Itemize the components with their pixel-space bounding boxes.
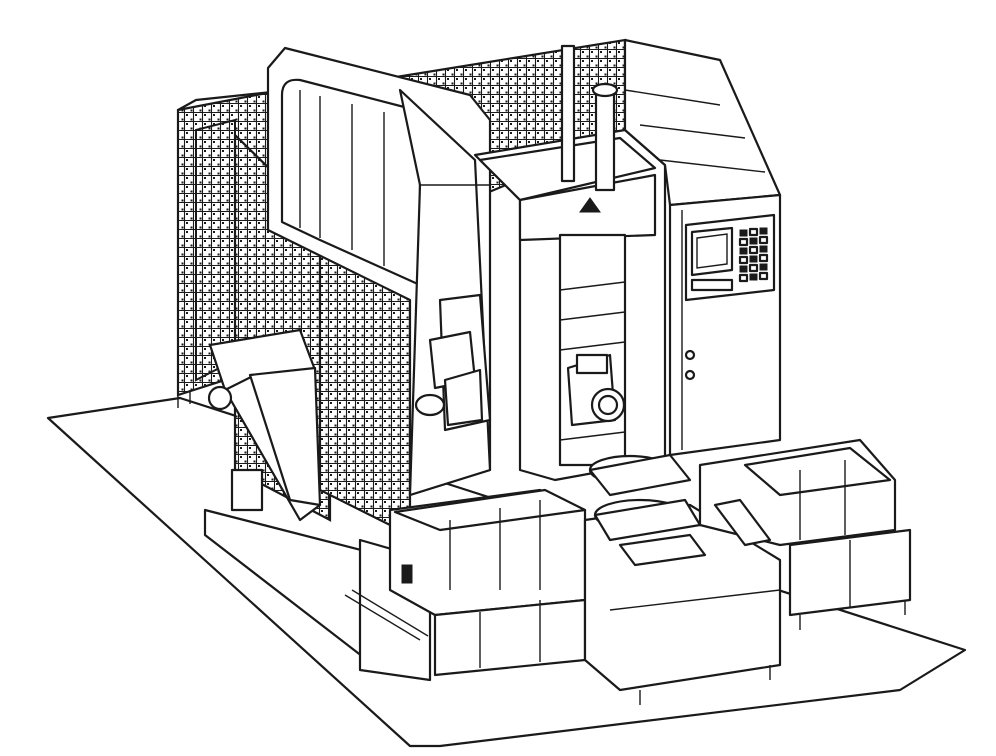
panel-button	[739, 247, 748, 255]
panel-button	[749, 273, 758, 281]
cnc-screen	[690, 226, 734, 277]
pallet-changer	[583, 453, 782, 705]
panel-button	[758, 271, 769, 281]
panel-button	[759, 263, 768, 271]
panel-button-grid	[738, 227, 769, 283]
panel-button	[739, 265, 748, 273]
panel-button	[748, 245, 759, 255]
panel-button	[759, 245, 768, 253]
panel-button	[738, 255, 749, 265]
panel-button	[748, 227, 759, 237]
panel-button	[759, 227, 768, 235]
panel-button	[758, 235, 769, 245]
panel-button	[749, 237, 758, 245]
panel-button	[738, 237, 749, 247]
spindle	[566, 353, 626, 427]
warning-triangle-icon	[579, 197, 601, 213]
panel-button	[749, 255, 758, 263]
tool-changer	[414, 293, 492, 432]
pallet-pool-right	[698, 438, 912, 630]
chip-conveyor	[203, 328, 432, 682]
panel-button	[748, 263, 759, 273]
pallet-pool-left	[388, 488, 587, 677]
control-panel	[684, 213, 776, 302]
panel-button	[738, 273, 749, 283]
panel-button	[739, 229, 748, 237]
panel-button	[758, 253, 769, 263]
